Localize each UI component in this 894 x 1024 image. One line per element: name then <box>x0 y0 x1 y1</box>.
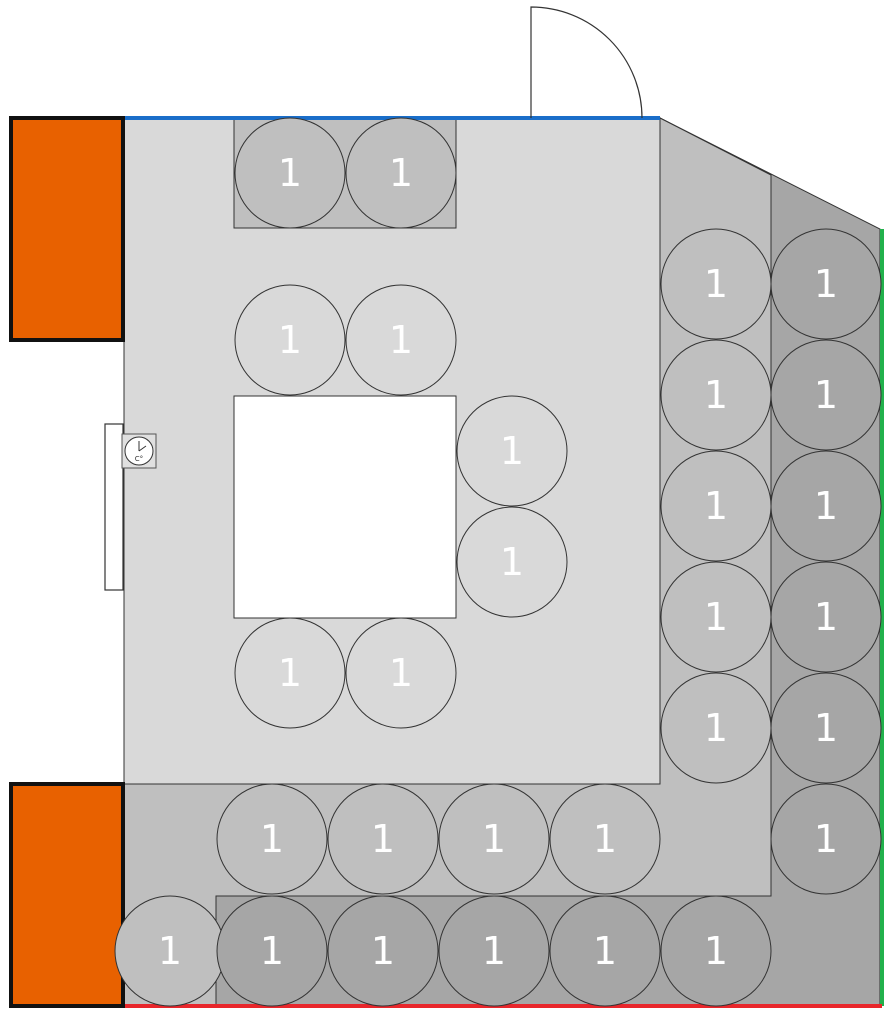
seat-label: 1 <box>704 262 728 306</box>
seat-circle <box>327 783 439 895</box>
seat-circle <box>770 228 882 340</box>
seat: 1 <box>660 339 772 451</box>
seat-circle <box>456 395 568 507</box>
seat-label: 1 <box>814 484 838 528</box>
seat-label: 1 <box>500 429 524 473</box>
seat-label: 1 <box>389 651 413 695</box>
seat: 1 <box>549 783 661 895</box>
seat-circle <box>327 895 439 1007</box>
seat-label: 1 <box>593 929 617 973</box>
seat: 1 <box>770 228 882 340</box>
seat-circle <box>770 561 882 673</box>
seat: 1 <box>660 228 772 340</box>
seat: 1 <box>660 672 772 784</box>
seat: 1 <box>456 395 568 507</box>
seat-circle <box>345 284 457 396</box>
seat: 1 <box>216 783 328 895</box>
seat-label: 1 <box>814 595 838 639</box>
seat-label: 1 <box>704 706 728 750</box>
seat-label: 1 <box>389 151 413 195</box>
seat-circle <box>660 895 772 1007</box>
seat: 1 <box>660 561 772 673</box>
seat: 1 <box>438 895 550 1007</box>
seat: 1 <box>234 117 346 229</box>
seat-label: 1 <box>278 318 302 362</box>
seat-label: 1 <box>814 373 838 417</box>
radiator-bottom <box>9 782 125 1008</box>
window-panel <box>104 423 124 591</box>
seat-circle <box>549 783 661 895</box>
door-swing-icon <box>530 6 643 119</box>
seat-label: 1 <box>260 929 284 973</box>
seat: 1 <box>345 617 457 729</box>
radiator-top <box>9 116 125 342</box>
seat-label: 1 <box>704 373 728 417</box>
seats: 1 1 1 1 1 1 1 1 1 1 1 1 1 1 1 1 1 1 1 1 1 1 1 1 1 1 1 1 1 <box>114 117 882 1007</box>
seat-circle <box>234 284 346 396</box>
seat-label: 1 <box>704 595 728 639</box>
seat-label: 1 <box>260 817 284 861</box>
seat-label: 1 <box>704 929 728 973</box>
seat-label: 1 <box>482 817 506 861</box>
seat-circle <box>234 617 346 729</box>
seat-label: 1 <box>704 484 728 528</box>
seat-circle <box>345 117 457 229</box>
seat: 1 <box>327 895 439 1007</box>
seat-circle <box>770 672 882 784</box>
seat: 1 <box>114 895 226 1007</box>
seat-label: 1 <box>389 318 413 362</box>
seat-label: 1 <box>371 929 395 973</box>
seat: 1 <box>770 450 882 562</box>
seat: 1 <box>770 672 882 784</box>
seat-circle <box>438 783 550 895</box>
seat: 1 <box>234 617 346 729</box>
seat-circle <box>549 895 661 1007</box>
seat-circle <box>216 895 328 1007</box>
seat-label: 1 <box>500 540 524 584</box>
seat: 1 <box>438 783 550 895</box>
seat-circle <box>770 783 882 895</box>
seat-label: 1 <box>278 151 302 195</box>
seat: 1 <box>549 895 661 1007</box>
seat: 1 <box>770 561 882 673</box>
seat: 1 <box>345 117 457 229</box>
seat-circle <box>770 339 882 451</box>
thermostat-icon: C° <box>121 433 157 469</box>
seat-label: 1 <box>371 817 395 861</box>
seat-label: 1 <box>814 817 838 861</box>
seat: 1 <box>345 284 457 396</box>
seat-circle <box>345 617 457 729</box>
seat-circle <box>216 783 328 895</box>
seat: 1 <box>660 895 772 1007</box>
seat: 1 <box>770 339 882 451</box>
seat-label: 1 <box>814 706 838 750</box>
seat-circle <box>438 895 550 1007</box>
thermostat-unit-label: C° <box>135 455 143 463</box>
seat-label: 1 <box>814 262 838 306</box>
seat: 1 <box>770 783 882 895</box>
seat: 1 <box>327 783 439 895</box>
seat: 1 <box>456 506 568 618</box>
seat: 1 <box>660 450 772 562</box>
seat-circle <box>770 450 882 562</box>
seat-label: 1 <box>482 929 506 973</box>
seat-circle <box>456 506 568 618</box>
seat-label: 1 <box>278 651 302 695</box>
seat-label: 1 <box>158 929 182 973</box>
seat-circle <box>234 117 346 229</box>
table <box>233 395 457 619</box>
seat: 1 <box>216 895 328 1007</box>
seat-label: 1 <box>593 817 617 861</box>
seat: 1 <box>234 284 346 396</box>
